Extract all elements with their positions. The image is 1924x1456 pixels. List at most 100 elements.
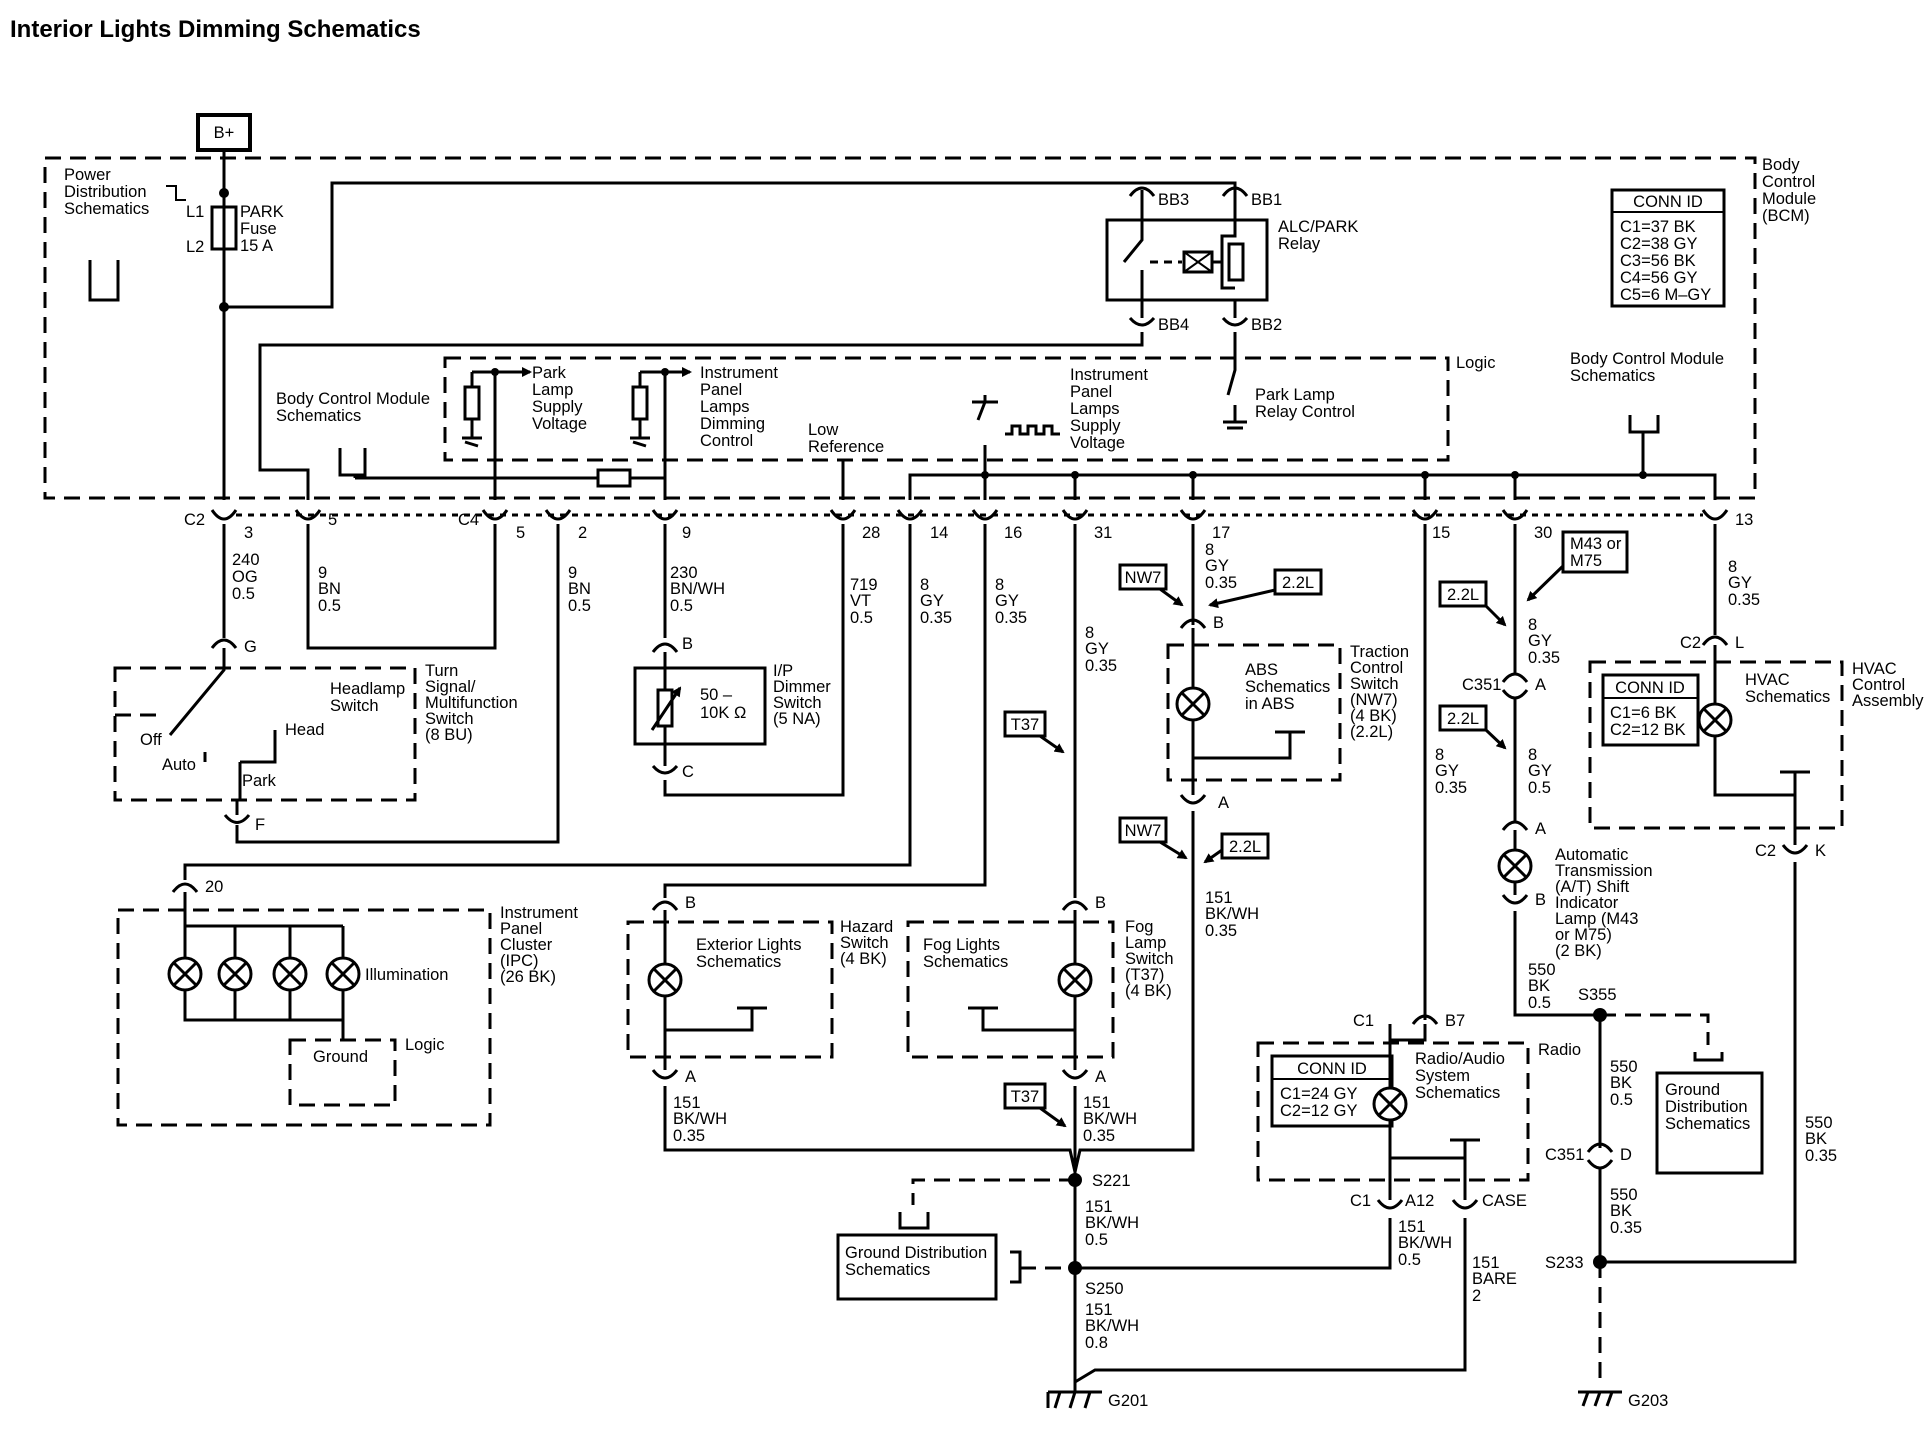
- fog-pin-b: B: [1095, 894, 1106, 912]
- svg-text:Body: Body: [1762, 156, 1800, 174]
- radio-pin-case: CASE: [1482, 1192, 1527, 1210]
- svg-text:BK: BK: [1528, 977, 1550, 995]
- svg-text:Headlamp: Headlamp: [330, 680, 405, 698]
- svg-text:Schematics: Schematics: [923, 953, 1008, 971]
- radio-pin-b7: B7: [1445, 1012, 1465, 1030]
- svg-text:C3=56 BK: C3=56 BK: [1620, 252, 1696, 270]
- svg-text:Body Control Module: Body Control Module: [276, 390, 430, 408]
- bcm-connector-row: [210, 509, 1729, 521]
- hvac-pin-l: L: [1735, 634, 1744, 652]
- svg-text:30: 30: [1534, 524, 1552, 542]
- dimmer-value: 50 – 10K Ω: [700, 686, 746, 722]
- svg-text:Lamps: Lamps: [1070, 400, 1120, 418]
- svg-text:Dimming: Dimming: [700, 415, 765, 433]
- park-lamp-relay-control-label: Park Lamp Relay Control: [1255, 386, 1355, 421]
- svg-text:3: 3: [244, 524, 253, 542]
- hvac-lamp: [1697, 645, 1810, 855]
- svg-text:0.5: 0.5: [232, 585, 255, 603]
- hvac-c2-lower: C2: [1755, 842, 1776, 860]
- svg-text:(IPC): (IPC): [500, 952, 539, 970]
- svg-text:550: 550: [1610, 1186, 1638, 1204]
- splice-s250-label: S250: [1085, 1280, 1124, 1298]
- ipc-lamp-3: [272, 956, 308, 992]
- svg-text:HVAC: HVAC: [1745, 671, 1790, 689]
- svg-text:GY: GY: [995, 592, 1019, 610]
- svg-text:Schematics: Schematics: [1570, 367, 1655, 385]
- svg-text:Relay Control: Relay Control: [1255, 403, 1355, 421]
- relay-bb1: BB1: [1251, 191, 1282, 209]
- svg-text:I/P: I/P: [773, 662, 793, 680]
- svg-text:0.8: 0.8: [1085, 1334, 1108, 1352]
- bcm-enclosure: [43, 156, 1757, 500]
- svg-text:Park: Park: [532, 364, 567, 382]
- headlamp-switch-contacts: [115, 648, 277, 824]
- hvac-c2-upper: C2: [1680, 634, 1701, 652]
- hazard-switch-label: Hazard Switch (4 BK): [840, 918, 893, 968]
- radio-connector-b7: [1411, 1014, 1439, 1025]
- svg-text:BK/WH: BK/WH: [1085, 1214, 1139, 1232]
- svg-text:Radio/Audio: Radio/Audio: [1415, 1050, 1505, 1068]
- svg-text:OG: OG: [232, 568, 258, 586]
- svg-text:Module: Module: [1762, 190, 1816, 208]
- headlamp-switch-box: [113, 666, 417, 802]
- svg-text:14: 14: [930, 524, 948, 542]
- svg-text:System: System: [1415, 1067, 1470, 1085]
- svg-text:Exterior Lights: Exterior Lights: [696, 936, 801, 954]
- ipc-connector-20: [171, 882, 199, 893]
- ground-g201-label: G201: [1108, 1392, 1148, 1410]
- svg-text:Supply: Supply: [532, 398, 583, 416]
- ip-dimming-control-label: Instrument Panel Lamps Dimming Control: [700, 364, 778, 450]
- svg-text:Schematics: Schematics: [845, 1261, 930, 1279]
- svg-text:in ABS: in ABS: [1245, 695, 1295, 713]
- svg-text:Lamps: Lamps: [700, 398, 750, 416]
- ipc-pin-20: 20: [205, 878, 223, 896]
- svg-text:Dimmer: Dimmer: [773, 678, 831, 696]
- hazard-switch-box: [626, 920, 834, 1059]
- svg-text:CONN ID: CONN ID: [1615, 679, 1685, 697]
- bplus-terminal: B+: [196, 113, 252, 152]
- ip-dimming-control-circuit: [630, 367, 692, 500]
- power-distribution-label: Power Distribution Schematics: [64, 166, 149, 218]
- svg-text:50 –: 50 –: [700, 686, 733, 704]
- relay-connectors: [1128, 186, 1249, 327]
- svg-text:Distribution: Distribution: [1665, 1098, 1748, 1116]
- ip-supply-bus: [908, 473, 1717, 500]
- svg-text:151: 151: [1205, 889, 1233, 907]
- bcm-logic-box: [443, 356, 1450, 462]
- relay-label: ALC/PARK Relay: [1278, 218, 1358, 253]
- abs-schem-label: ABS Schematics in ABS: [1245, 661, 1330, 713]
- fuse-l1: L1: [186, 203, 204, 221]
- svg-text:Switch: Switch: [1125, 950, 1174, 968]
- svg-text:or M75): or M75): [1555, 926, 1612, 944]
- exterior-lights-schem-label: Exterior Lights Schematics: [696, 936, 801, 971]
- svg-text:BK: BK: [1610, 1074, 1632, 1092]
- c351-connector-d-mate: [1586, 1159, 1614, 1170]
- c351-connector-d: [1586, 1142, 1614, 1153]
- svg-text:M75: M75: [1570, 552, 1602, 570]
- svg-text:Assembly: Assembly: [1852, 692, 1924, 710]
- svg-text:2: 2: [1472, 1287, 1481, 1305]
- svg-text:BK/WH: BK/WH: [1205, 905, 1259, 923]
- radio-box: [1256, 1041, 1530, 1182]
- svg-text:BN: BN: [318, 580, 341, 598]
- svg-text:Schematics: Schematics: [1415, 1084, 1500, 1102]
- gd-left-bracket: [1010, 1250, 1022, 1284]
- relay-feed-wire: [224, 181, 1237, 309]
- nw7-tag-lower: NW7: [1118, 816, 1188, 860]
- hvac-schem-label: HVAC Schematics: [1745, 671, 1830, 706]
- radio-pin-a12: A12: [1405, 1192, 1434, 1210]
- relay-bb3: BB3: [1158, 191, 1189, 209]
- c351-pin-a: A: [1535, 676, 1546, 694]
- svg-text:Instrument: Instrument: [1070, 366, 1148, 384]
- svg-text:Ground Distribution: Ground Distribution: [845, 1244, 987, 1262]
- svg-text:550: 550: [1610, 1058, 1638, 1076]
